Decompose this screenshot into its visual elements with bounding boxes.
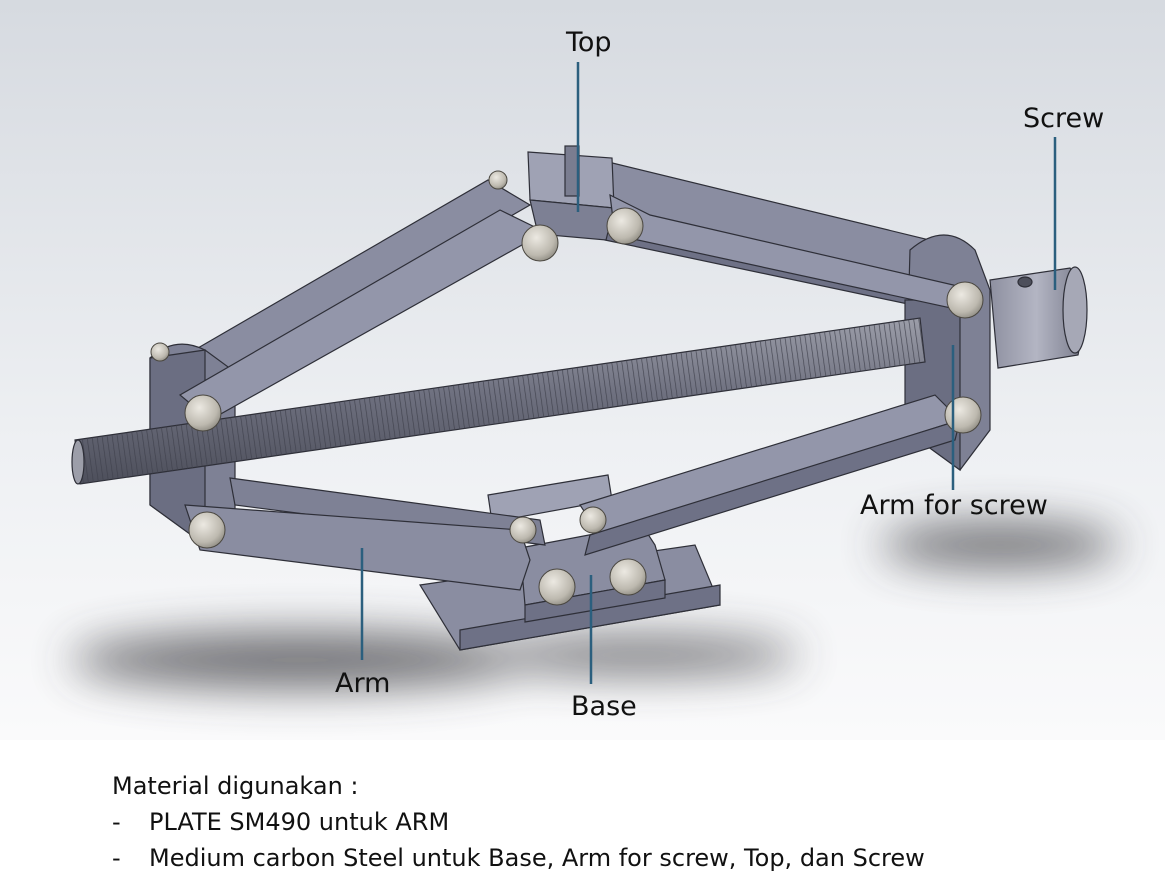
material-notes: Material digunakan : -PLATE SM490 untuk … [112,768,925,876]
label-screw: Screw [1023,103,1105,134]
notes-heading: Material digunakan : [112,772,359,800]
notes-item: -PLATE SM490 untuk ARM [112,804,925,840]
notes-item-text: Medium carbon Steel untuk Base, Arm for … [149,844,925,872]
bullet-dash: - [112,808,121,836]
screw-part [71,266,1088,485]
ground-shadow [70,523,1120,688]
label-top: Top [566,27,612,58]
lower-arms [184,394,962,591]
notes-item: -Medium carbon Steel untuk Base, Arm for… [112,840,925,876]
bullet-dash: - [112,844,121,872]
label-arm-for-screw: Arm for screw [860,490,1048,521]
label-arm: Arm [335,668,391,699]
bolts [150,170,984,606]
label-base: Base [571,691,637,722]
scissor-jack-render [0,0,1165,740]
leader-lines [360,62,1057,684]
notes-item-text: PLATE SM490 untuk ARM [149,808,450,836]
